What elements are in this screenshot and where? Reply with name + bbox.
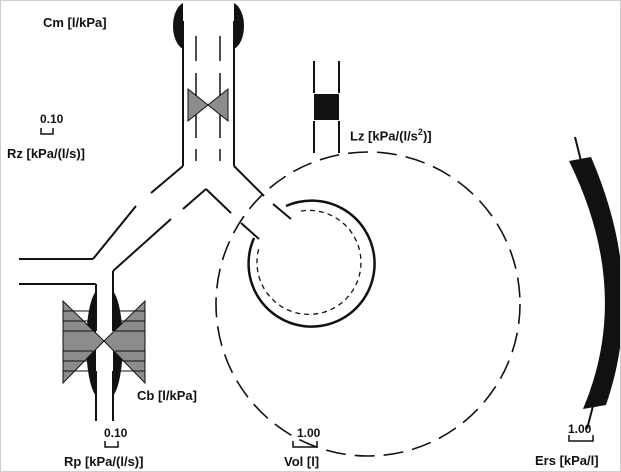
rz-scale-value: 0.10 (40, 112, 64, 126)
lz-label-main: Lz [kPa/(l/s (350, 128, 418, 144)
cm-label: Cm [l/kPa] (43, 15, 107, 30)
ers-scale-value: 1.00 (568, 422, 592, 436)
volume-circle-small (247, 199, 376, 328)
rz-scale-bar (40, 128, 54, 135)
volume-circle-large (215, 151, 521, 457)
cb-label: Cb [l/kPa] (137, 388, 197, 403)
lz-label: Lz [kPa/(l/s2)] (350, 127, 432, 143)
rz-label: Rz [kPa/(l/s)] (7, 146, 86, 161)
ers-scale-bar (568, 435, 594, 442)
vol-scale-bar (292, 441, 318, 448)
rp-scale-value: 0.10 (104, 426, 128, 440)
lz-tube (313, 61, 340, 153)
airway-branch (19, 165, 292, 421)
volume-circle-inner (256, 209, 362, 316)
ers-elastance-band (569, 157, 620, 409)
ers-label: Ers [kPa/l] (535, 453, 599, 468)
cm-compliance-shape (172, 3, 245, 49)
lz-label-end: )] (422, 128, 432, 144)
rp-resistance-shape (62, 299, 146, 385)
rp-label: Rp [kPa/(l/s)] (64, 454, 144, 469)
lz-label-superscript: 2 (417, 127, 423, 137)
vol-scale-value: 1.00 (297, 426, 321, 440)
rp-scale-bar (104, 441, 119, 448)
vol-label: Vol [l] (284, 454, 320, 469)
rz-resistance-shape (187, 87, 229, 123)
lz-inertance-block (314, 94, 339, 120)
